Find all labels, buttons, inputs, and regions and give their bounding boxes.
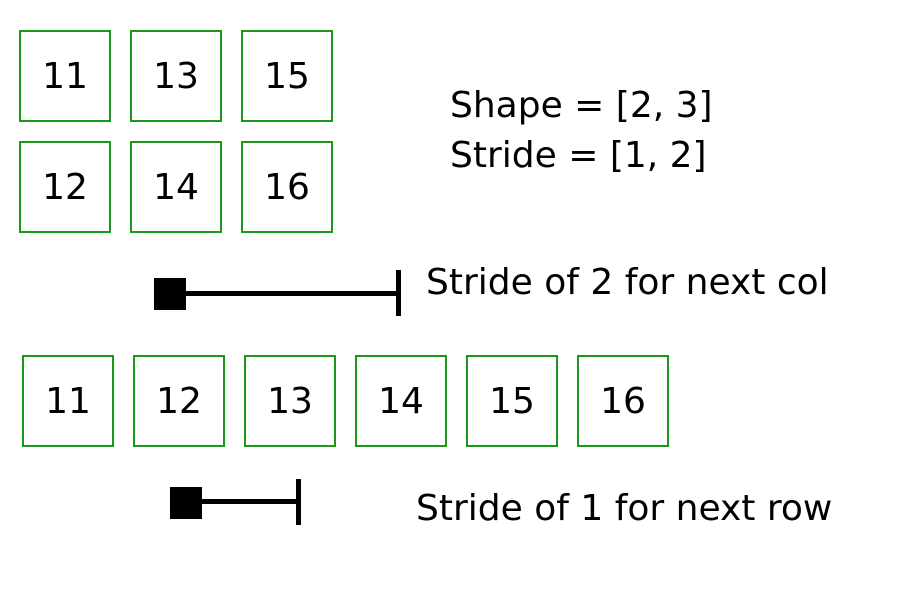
col-stride-label: Stride of 2 for next col [426, 262, 829, 303]
matrix-cell-r0-c0: 11 [19, 30, 111, 122]
memory-cell-4: 15 [466, 355, 558, 447]
memory-cell-0: 11 [22, 355, 114, 447]
col-stride-end-tick [396, 270, 401, 316]
stride-label: Stride = [1, 2] [450, 135, 707, 176]
matrix-cell-r1-c1: 14 [130, 141, 222, 233]
matrix-cell-r0-c2: 15 [241, 30, 333, 122]
col-stride-start-marker [154, 278, 186, 310]
memory-cell-2: 13 [244, 355, 336, 447]
matrix-cell-r1-c2: 16 [241, 141, 333, 233]
memory-cell-5: 16 [577, 355, 669, 447]
row-stride-label: Stride of 1 for next row [416, 488, 833, 529]
matrix-cell-r1-c0: 12 [19, 141, 111, 233]
matrix-cell-r0-c1: 13 [130, 30, 222, 122]
shape-label: Shape = [2, 3] [450, 85, 713, 126]
col-stride-line [186, 291, 398, 296]
memory-cell-3: 14 [355, 355, 447, 447]
row-stride-start-marker [170, 487, 202, 519]
row-stride-end-tick [296, 479, 301, 525]
memory-cell-1: 12 [133, 355, 225, 447]
row-stride-line [202, 499, 298, 504]
